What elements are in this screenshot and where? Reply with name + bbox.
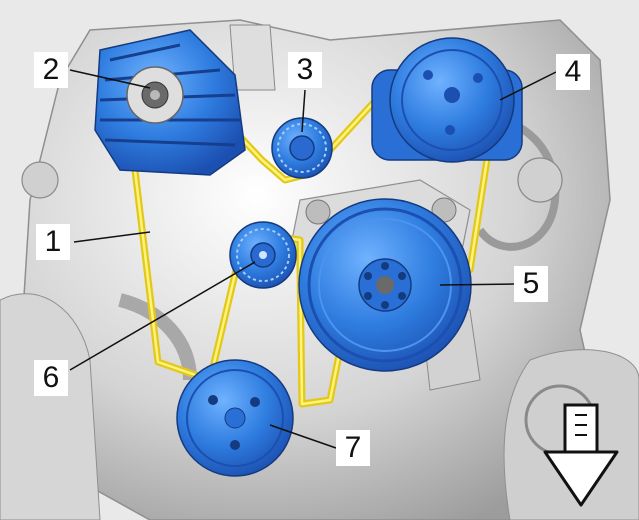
idler-pulley-upper — [271, 117, 333, 179]
ac-compressor — [371, 37, 523, 163]
callout-4: 4 — [556, 54, 590, 90]
belt-tensioner — [229, 221, 297, 289]
leader-lines — [69, 69, 557, 449]
callout-2: 2 — [34, 52, 68, 88]
arrow-down-icon — [543, 403, 619, 507]
callout-5: 5 — [514, 266, 548, 302]
callout-6: 6 — [34, 360, 68, 396]
generator — [94, 29, 246, 176]
callout-7: 7 — [336, 430, 370, 466]
callout-3: 3 — [288, 52, 322, 88]
callout-1: 1 — [36, 224, 70, 260]
water-pump-pulley — [176, 359, 294, 477]
